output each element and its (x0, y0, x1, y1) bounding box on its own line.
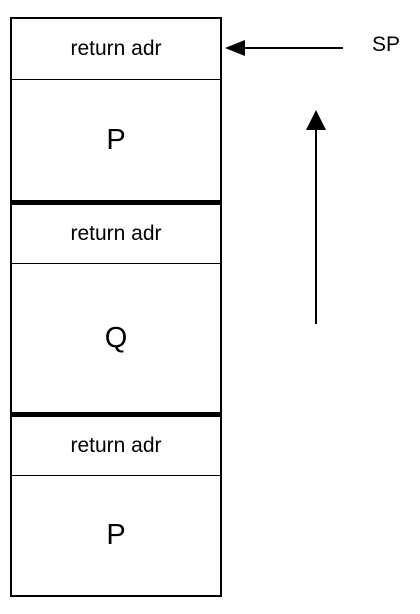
return-address-cell: return adr (12, 205, 220, 263)
growth-direction-arrow (306, 110, 326, 324)
frame-divider (12, 412, 220, 417)
procedure-frame: P (12, 80, 220, 200)
cell-divider (12, 263, 220, 264)
procedure-frame: Q (12, 264, 220, 412)
procedure-label: P (106, 123, 126, 156)
procedure-label: Q (104, 321, 128, 354)
stack-pointer-label: SP (372, 33, 401, 56)
call-stack: return adr P return adr Q return adr P (10, 17, 222, 597)
return-address-label: return adr (70, 434, 162, 457)
procedure-frame: P (12, 476, 220, 595)
frame-divider (12, 200, 220, 205)
cell-divider (12, 475, 220, 476)
return-address-label: return adr (70, 37, 162, 60)
stack-pointer-arrow (225, 40, 343, 56)
cell-divider (12, 79, 220, 80)
procedure-label: P (106, 519, 126, 551)
return-address-label: return adr (70, 222, 162, 245)
return-address-cell: return adr (12, 19, 220, 79)
return-address-cell: return adr (12, 417, 220, 475)
